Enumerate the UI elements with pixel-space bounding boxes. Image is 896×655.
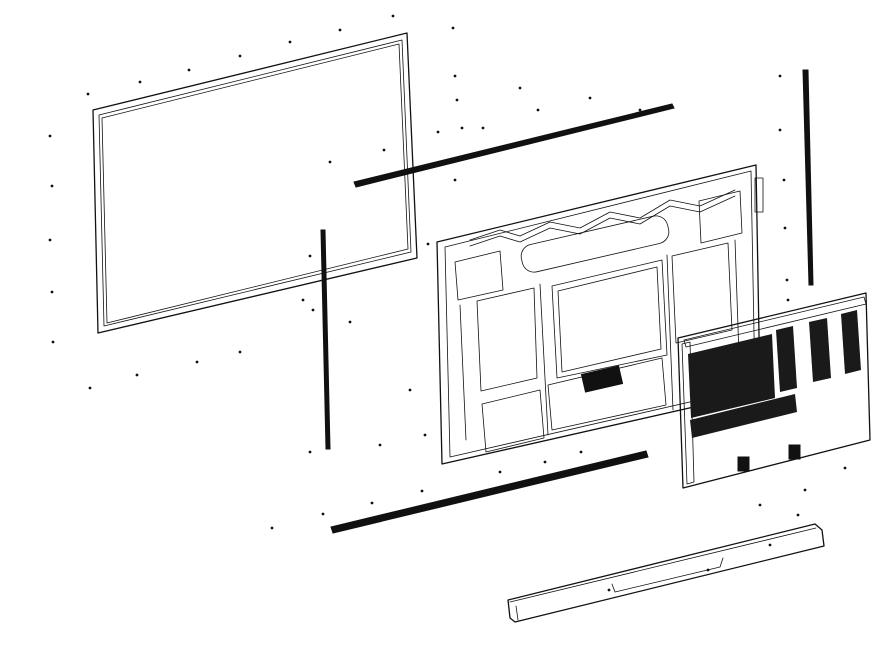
screw-dot [135, 373, 139, 377]
screw-dot [607, 588, 611, 592]
screw-dot [301, 298, 305, 302]
screw-dot [382, 148, 386, 152]
screw-dot [408, 388, 412, 392]
screw-dot [378, 443, 382, 447]
screw-dot [543, 460, 547, 464]
screw-dot [348, 320, 352, 324]
screw-dot [796, 513, 800, 517]
screw-dot [783, 226, 787, 230]
screw-dot [706, 568, 710, 572]
front-bezel-frame [92, 32, 418, 334]
screw-dot [426, 242, 430, 246]
screw-dot [195, 360, 199, 364]
screw-dot [50, 184, 54, 188]
screw-dot [321, 512, 325, 516]
screw-dot [370, 501, 374, 505]
screw-dot [782, 178, 786, 182]
screw-dot [436, 130, 440, 134]
screw-dot [328, 160, 332, 164]
screw-dot [638, 108, 642, 112]
screw-dot [50, 290, 54, 294]
screw-dot [803, 488, 807, 492]
screw-dot [238, 350, 242, 354]
screw-dot [48, 134, 52, 138]
screw-dot [758, 503, 762, 507]
screw-dot [86, 92, 90, 96]
screw-dot [451, 26, 455, 30]
screw-dot [786, 298, 790, 302]
screw-dot [323, 358, 327, 362]
screw-dot [88, 386, 92, 390]
base-support-bar [507, 523, 825, 623]
screw-dot [308, 254, 312, 258]
left-trim-strip [320, 229, 331, 450]
right-trim-strip [802, 69, 814, 286]
screw-dot [778, 74, 782, 78]
screw-dot [843, 466, 847, 470]
screw-dot [187, 68, 191, 72]
bottom-trim-strip [330, 450, 649, 534]
screw-dot [308, 450, 312, 454]
screw-dot [536, 108, 540, 112]
screw-dot [498, 470, 502, 474]
screw-dot [455, 98, 459, 102]
screw-dot [588, 96, 592, 100]
screw-dot [48, 238, 52, 242]
screw-markers [48, 14, 847, 592]
screw-dot [288, 40, 292, 44]
screw-dot [768, 543, 772, 547]
screw-dot [51, 340, 55, 344]
screw-dot [270, 526, 274, 530]
back-cover-plate [677, 292, 871, 489]
screw-dot [238, 54, 242, 58]
screw-dot [518, 86, 522, 90]
screw-dot [420, 489, 424, 493]
screw-dot [311, 308, 315, 312]
screw-dot [338, 28, 342, 32]
top-trim-strip [353, 103, 675, 188]
screw-dot [778, 128, 782, 132]
screw-dot [579, 450, 583, 454]
screw-dot [460, 126, 464, 130]
screw-dot [453, 178, 457, 182]
screw-dot [785, 278, 789, 282]
screw-dot [138, 80, 142, 84]
screw-dot [423, 433, 427, 437]
screw-dot [481, 126, 485, 130]
screw-dot [453, 74, 457, 78]
screw-dot [391, 14, 395, 18]
